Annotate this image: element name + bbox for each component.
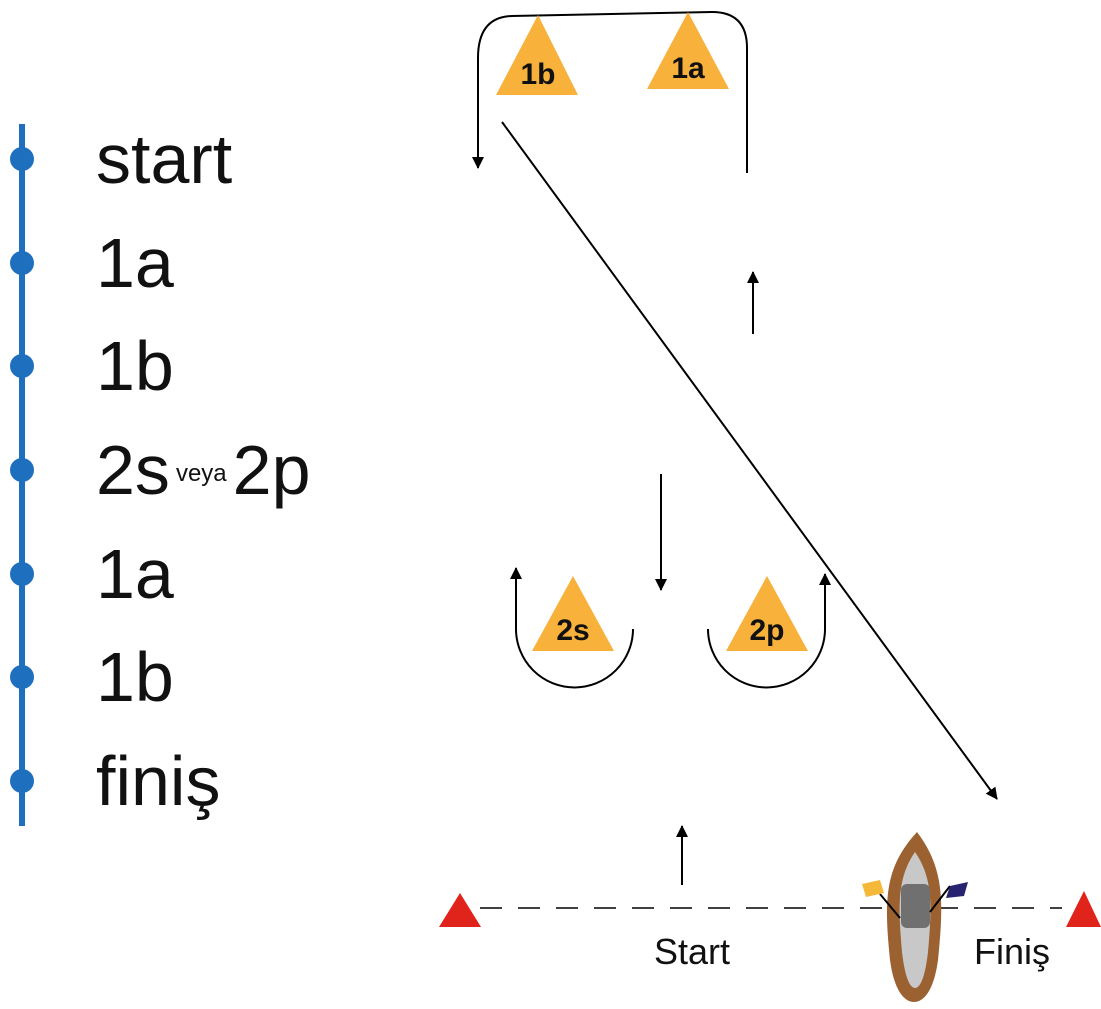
flag-staff [929,885,951,913]
pin-end-buoy-icon [439,893,481,927]
sequence-dot [10,354,34,378]
mark-1b: 1b [496,15,578,95]
finish-buoy-icon [1066,891,1101,927]
gate-2p-rounding [707,573,831,689]
mark-2s: 2s [532,576,614,651]
triangle-mark-icon [647,12,729,89]
sequence-dot [10,458,34,482]
triangle-mark-icon [726,576,808,651]
triangle-mark-icon [496,15,578,95]
mark-label: 2s [556,614,589,647]
yellow-flag-icon [862,880,884,897]
sequence-item-finish: finiş [10,746,420,816]
sequence-label: finiş [96,742,221,820]
navy-flag-icon [946,882,968,898]
sequence-item-1a: 1a [10,539,420,609]
boat-cabin [901,884,930,928]
sequence-dot [10,147,34,171]
mark-label: 1a [671,52,705,85]
sequence-item-1b: 1b [10,331,420,401]
sequence-dot [10,665,34,689]
triangle-mark-icon [532,576,614,651]
sequence-label-alt: 2p [232,431,311,509]
sequence-item-start: start [10,124,420,194]
sequence-label: 1a [96,535,174,613]
rounding-path-top [472,10,748,173]
mark-1a: 1a [647,12,729,89]
gate-2s-rounding [510,567,634,689]
flag-staff [879,893,901,919]
committee-boat-icon [862,832,968,1002]
sequence-item-1a: 1a [10,228,420,298]
mark-label: 1b [520,58,555,91]
start-label: Start [654,931,730,972]
sequence-label: 1a [96,224,174,302]
sequence-label-primary: 2s [96,431,170,509]
sequence-dot [10,251,34,275]
sequence-item-1b: 1b [10,642,420,712]
mark-2p: 2p [726,576,808,651]
mark-label: 2p [749,614,784,647]
sequence-label: 1b [96,638,174,716]
sequence-label: start [96,120,233,198]
finish-leg-arrow [501,121,998,800]
sequence-dot [10,769,34,793]
sequence-connector: veya [175,459,227,487]
finish-label: Finiş [974,931,1050,972]
sequence-dot [10,562,34,586]
sequence-label: 1b [96,327,174,405]
